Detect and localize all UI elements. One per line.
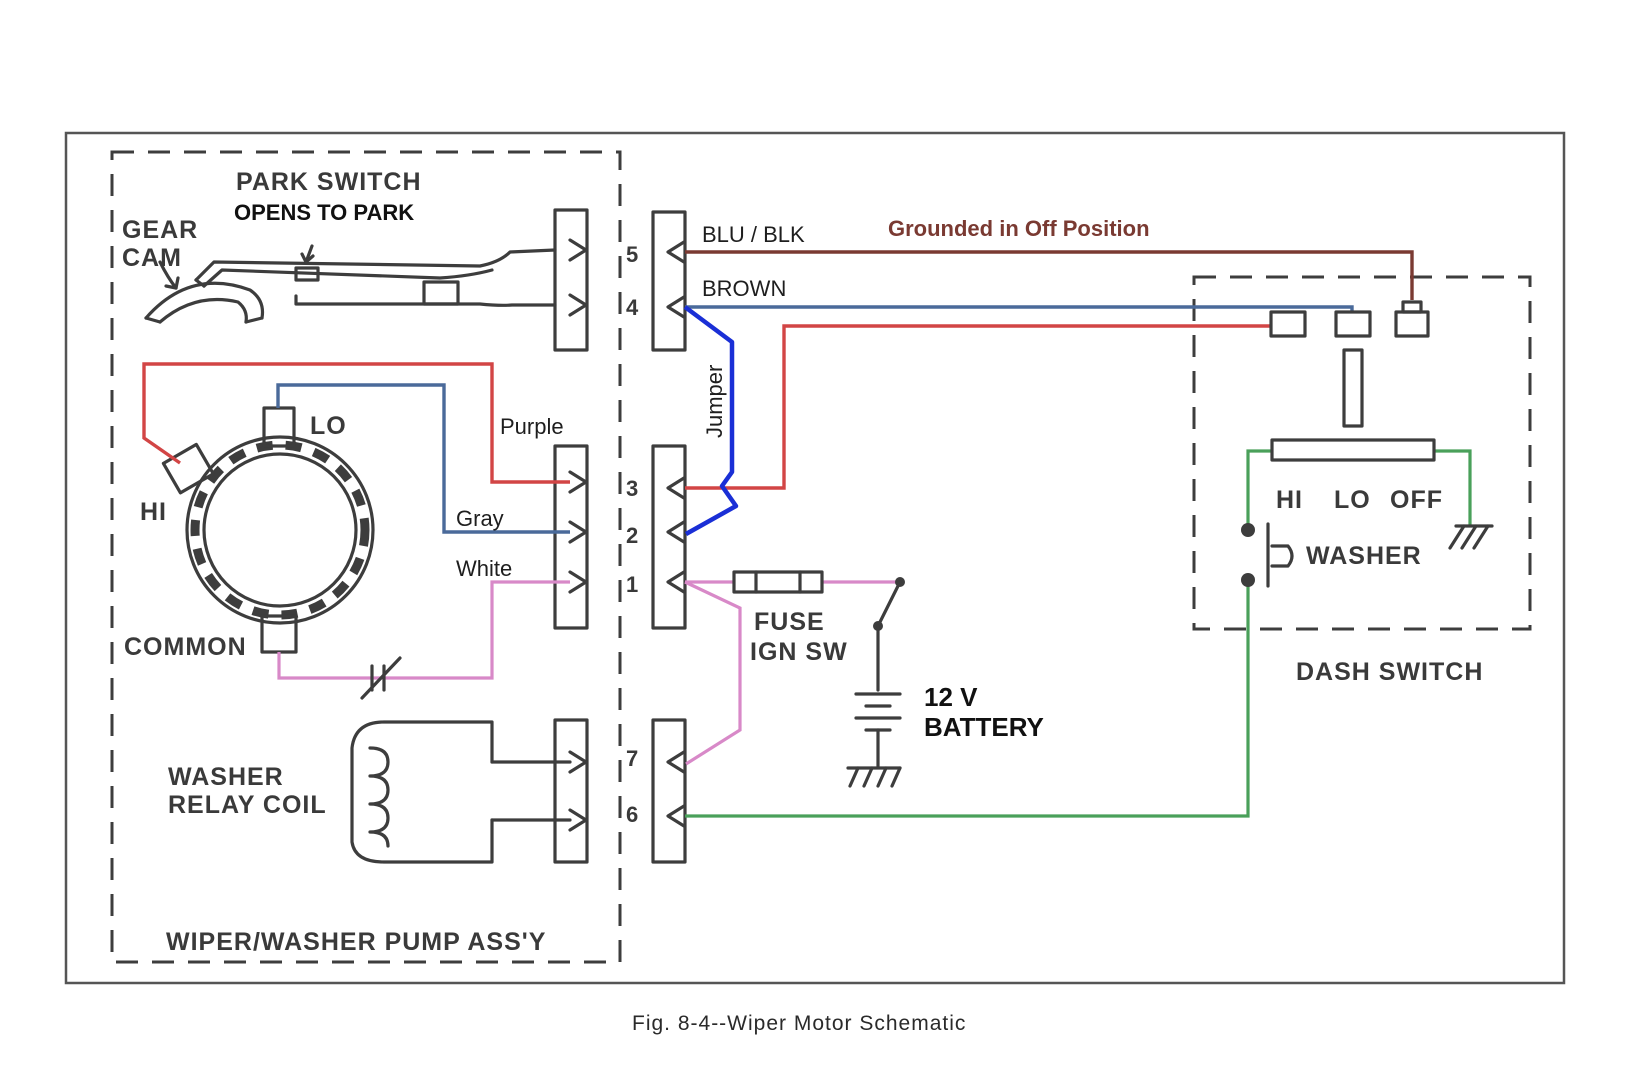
dash-switch-terminals	[1269, 300, 1436, 462]
wiper-assembly-boundary	[110, 150, 622, 964]
label-ign-sw: IGN SW	[750, 638, 848, 666]
pin-1: 1	[626, 572, 638, 597]
label-battery-voltage: 12 V	[924, 682, 978, 712]
wire-green-switch-top	[1246, 449, 1272, 530]
right-connector-bottom	[651, 718, 687, 864]
label-battery: BATTERY	[924, 712, 1044, 742]
label-switch-hi: HI	[1276, 486, 1303, 514]
label-gray: Gray	[456, 506, 504, 531]
label-brown: BROWN	[702, 276, 786, 301]
wire-blu-blk	[685, 250, 1414, 300]
pin-5: 5	[626, 242, 638, 267]
label-opens-to-park: OPENS TO PARK	[234, 200, 414, 225]
wire-jumper	[683, 305, 739, 536]
pin-6: 6	[626, 802, 638, 827]
left-connector-top	[553, 208, 589, 352]
washer-pushbutton	[1241, 522, 1294, 588]
wiper-motor	[161, 406, 375, 654]
dash-switch-boundary	[1192, 275, 1532, 631]
label-switch-washer: WASHER	[1306, 542, 1422, 570]
gear-cam-pointer	[158, 260, 180, 290]
pin-4: 4	[626, 295, 639, 320]
outer-frame	[64, 131, 1566, 985]
label-purple: Purple	[500, 414, 564, 439]
wire-hi-red	[142, 362, 570, 484]
label-hi: HI	[140, 498, 167, 526]
label-grounded-note: Grounded in Off Position	[888, 216, 1150, 241]
right-connector-top	[651, 210, 687, 352]
label-park-switch: PARK SWITCH	[236, 168, 422, 196]
figure-caption: Fig. 8-4--Wiper Motor Schematic	[632, 1012, 966, 1035]
label-fuse: FUSE	[754, 608, 825, 636]
battery-ground	[846, 766, 902, 788]
label-white: White	[456, 556, 512, 581]
ignition-switch	[873, 577, 905, 692]
capacitor-symbol	[360, 656, 402, 700]
park-switch-contacts	[194, 244, 557, 307]
label-relay-coil: RELAY COIL	[168, 791, 327, 819]
wire-green-washer	[685, 585, 1250, 818]
label-lo: LO	[310, 412, 347, 440]
label-switch-lo: LO	[1334, 486, 1371, 514]
wire-common-white	[277, 580, 570, 680]
dash-switch-ground	[1448, 524, 1494, 550]
pin-7: 7	[626, 746, 638, 771]
label-blu-blk: BLU / BLK	[702, 222, 805, 247]
wire-pink-relay	[684, 580, 742, 766]
label-switch-off: OFF	[1390, 486, 1443, 514]
wire-brown	[685, 305, 1354, 312]
label-gear: GEAR	[122, 216, 198, 244]
fuse-symbol	[732, 570, 824, 594]
pin-3: 3	[626, 476, 638, 501]
wire-red-hi	[685, 324, 1271, 490]
right-connector-middle	[651, 444, 687, 630]
battery-symbol	[854, 692, 902, 768]
washer-relay-coil	[350, 720, 572, 864]
left-connector-bottom	[553, 718, 589, 864]
label-dash-switch: DASH SWITCH	[1296, 658, 1483, 686]
wire-lo-gray	[276, 383, 570, 534]
label-cam: CAM	[122, 244, 182, 272]
wire-green-ground	[1434, 449, 1472, 526]
label-washer: WASHER	[168, 763, 284, 791]
label-common: COMMON	[124, 633, 247, 661]
pin-2: 2	[626, 523, 638, 548]
label-jumper: Jumper	[702, 365, 727, 438]
gear-cam	[144, 281, 265, 324]
label-assembly-title: WIPER/WASHER PUMP ASS'Y	[166, 928, 546, 956]
left-connector-middle	[553, 444, 589, 630]
